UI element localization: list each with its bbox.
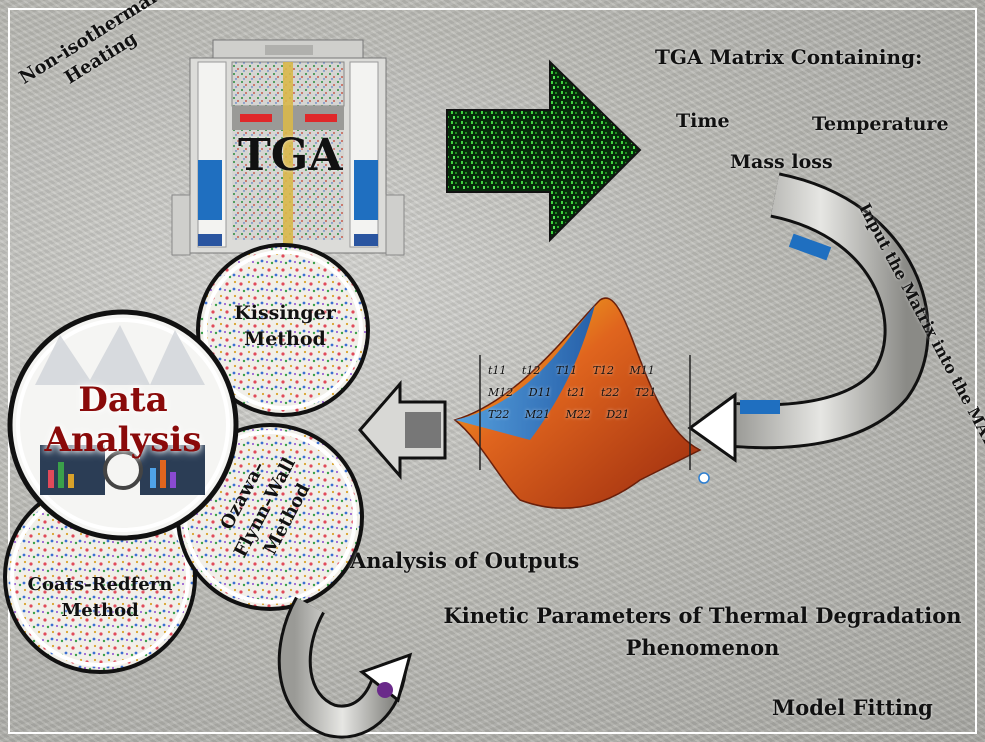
lower-curved-arrow-icon (277, 596, 413, 739)
kinetic-line1: Kinetic Parameters of Thermal Degradatio… (443, 603, 962, 628)
matrix-symbol: T22 (488, 408, 510, 421)
matrix-symbol: M21 (524, 408, 551, 421)
data-analysis-label: Data Analysis (43, 380, 203, 460)
coats-line2: Method (61, 600, 139, 621)
matrix-symbol: t11 (488, 364, 507, 377)
matrix-symbol: M12 (488, 386, 514, 399)
matrix-symbol: M22 (565, 408, 591, 421)
kinetic-line2: Phenomenon (625, 635, 780, 660)
data-analysis-line1: Data (78, 380, 168, 420)
matrix-symbol: D21 (606, 408, 630, 421)
matrix-item-temperature: Temperature (812, 113, 949, 135)
tga-instrument-icon (171, 39, 405, 256)
hollow-arrow-icon (358, 379, 447, 481)
matrix-symbols: t11 t12 T11 T12 M11 M12 D11 t21 t22 T21 … (488, 360, 688, 426)
matrix-symbol: D11 (528, 386, 552, 399)
coats-redfern-method-label: Coats-Redfern Method (15, 572, 185, 624)
coats-line1: Coats-Redfern (27, 574, 173, 595)
curved-arrow-icon (687, 172, 930, 463)
method-circles (3, 243, 370, 674)
model-fitting-label: Model Fitting (772, 695, 933, 720)
kissinger-line1: Kissinger (234, 302, 336, 324)
outputs-label: Analysis of Outputs (350, 548, 580, 573)
matrix-item-time: Time (676, 110, 730, 132)
matrix-symbol: t22 (601, 386, 620, 399)
matrix-symbol: T11 (555, 364, 578, 377)
matlab-surface-icon (453, 297, 710, 509)
matrix-symbol: t21 (567, 386, 586, 399)
kissinger-line2: Method (244, 328, 326, 350)
tga-label: TGA (238, 130, 343, 181)
matrix-item-mass-loss: Mass loss (730, 151, 833, 173)
matrix-title: TGA Matrix Containing: (655, 45, 923, 69)
kissinger-method-label: Kissinger Method (230, 300, 340, 352)
matrix-symbol: T12 (592, 364, 615, 377)
matrix-symbol: t12 (521, 364, 541, 377)
kinetic-label: Kinetic Parameters of Thermal Degradatio… (430, 600, 975, 664)
green-arrow-icon (446, 59, 642, 243)
matrix-symbol: T21 (634, 386, 657, 399)
matrix-symbol: M11 (629, 364, 655, 377)
data-analysis-line2: Analysis (44, 420, 202, 460)
